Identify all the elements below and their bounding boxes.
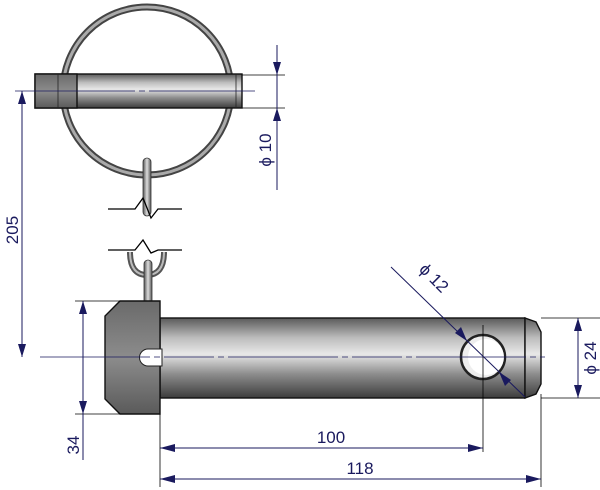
dimension-ø10: ϕ 10 xyxy=(242,45,285,190)
dimension-ø24: ϕ 24 xyxy=(541,317,600,399)
dim-label-overall-height: 205 xyxy=(3,216,22,244)
head-slot xyxy=(139,348,163,367)
break-line-top xyxy=(108,196,182,220)
dimension-100: 100 xyxy=(159,414,483,487)
dim-label-hole-diameter: ϕ 12 xyxy=(415,260,452,297)
dimension-205: 205 xyxy=(3,91,26,357)
dim-label-lynch-diameter: ϕ 10 xyxy=(256,133,275,166)
pin-chamfer-tip xyxy=(524,317,542,399)
dim-label-hole-position: 100 xyxy=(317,428,345,447)
dimension-118: 118 xyxy=(160,394,542,487)
dimension-34: 34 xyxy=(64,300,120,460)
break-line-bottom xyxy=(108,238,182,254)
dim-label-overall-length: 118 xyxy=(346,459,373,478)
dim-label-pin-diameter: ϕ 24 xyxy=(581,341,600,374)
lynch-pin xyxy=(15,3,255,353)
clevis-pin xyxy=(40,300,545,452)
dim-label-head-diameter: 34 xyxy=(64,436,83,455)
